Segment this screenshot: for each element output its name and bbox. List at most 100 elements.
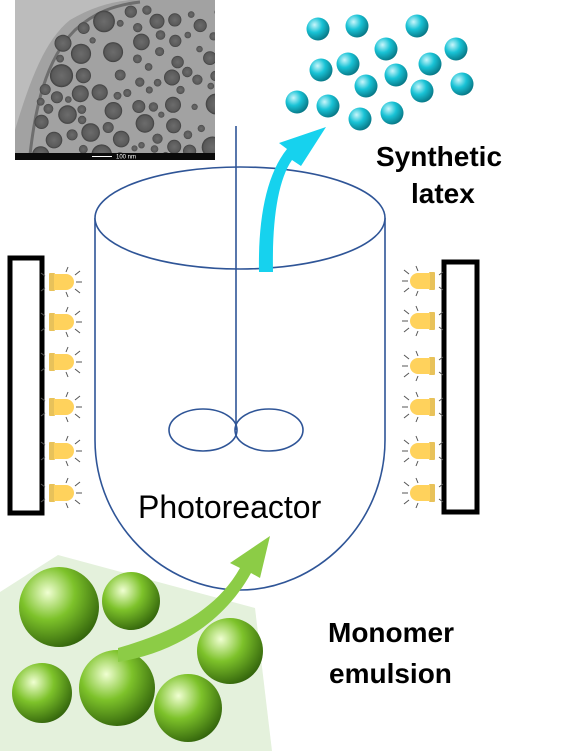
tem-particle [184,31,192,39]
tem-particle [70,43,92,64]
tem-particle [45,131,63,149]
feed-label-line1: Monomer [328,617,454,648]
led-bulb-icon [40,266,82,298]
tem-particle [50,91,63,104]
tem-particle [187,11,195,18]
tem-particle [32,146,50,155]
tem-particle [133,23,143,33]
tem-particle [205,93,215,115]
feed-arrow [118,536,270,662]
latex-particle [405,14,429,38]
tem-particle [167,139,182,154]
tem-particle [49,64,74,88]
led-bulb-icon [402,265,444,297]
led-bulb-icon [40,435,82,467]
tem-particle [81,123,100,142]
tem-particle [116,19,124,27]
tem-particle [91,84,108,101]
tem-particle [183,144,197,155]
led-bulb-icon [40,391,82,423]
led-bulb-icon [402,435,444,467]
tem-particle [197,124,205,133]
led-bulb-icon [402,350,444,382]
micrograph-scale-label: 100 nm [116,155,136,161]
tem-particle [124,5,137,18]
tem-particle [142,5,152,15]
tem-particle [56,54,64,63]
tem-particle [77,22,90,34]
tem-particle [93,10,115,33]
product-arrow [258,127,326,272]
tem-particle [207,82,215,90]
tem-particle [201,136,215,155]
latex-particle [384,63,408,87]
latex-particle [380,101,404,125]
latex-particle [336,52,360,76]
tem-particle [169,34,182,48]
tem-particle [135,77,145,87]
tem-particle [183,130,193,140]
reactor-vessel [94,166,386,591]
tem-particle [102,122,114,133]
tem-particle [135,114,155,133]
latex-particle [306,17,330,41]
tem-particle [104,102,123,120]
tem-particle [91,144,112,155]
latex-particle [316,94,340,118]
tem-particle [39,84,51,95]
tem-particle [155,47,165,57]
tem-particle [153,78,162,87]
tem-particle [34,114,49,129]
tem-particle [66,129,78,141]
tem-particle [112,130,130,148]
right-led-array [402,265,444,509]
tem-particle [103,42,124,63]
tem-particle [65,96,72,103]
right-lamp-frame [441,259,480,515]
tem-particle [191,103,198,110]
tem-particle [192,74,203,85]
tem-particles [32,5,215,155]
monomer-droplet [154,674,222,742]
tem-particle [58,105,77,124]
tem-particle [123,89,132,97]
monomer-droplets [12,567,263,742]
led-bulb-icon [402,391,444,423]
monomer-droplet [197,618,263,684]
reactor-label: Photoreactor [138,489,322,525]
tem-particle [168,13,182,27]
latex-particle [348,107,372,131]
tem-particle [171,55,184,69]
led-bulb-icon [40,346,82,378]
product-label-line1: Synthetic [376,141,502,172]
monomer-droplet [19,567,99,647]
tem-particle [144,63,153,71]
tem-particle [133,54,142,64]
tem-particle [89,37,96,44]
tem-particle [77,105,87,114]
latex-particle [354,74,378,98]
tem-particle [150,145,159,153]
tem-particle [113,91,122,100]
monomer-droplet [12,663,72,723]
feed-label-line2: emulsion [329,658,452,689]
stirrer-impeller-icon [168,126,304,452]
monomer-droplet [79,650,155,726]
tem-particle [165,96,181,113]
tem-particle [78,144,88,154]
tem-particle [210,70,215,82]
tem-particle [182,66,193,78]
tem-particle [138,142,145,149]
tem-particle [214,10,215,14]
led-bulb-icon [40,306,82,338]
latex-particle [418,52,442,76]
tem-particle [145,86,153,94]
led-bulb-icon [402,305,444,337]
product-label-line2: latex [411,178,475,209]
tem-particle [36,97,45,106]
tem-particle [158,111,165,118]
tem-particle [176,85,185,95]
latex-particle [345,14,369,38]
latex-particle [444,37,468,61]
